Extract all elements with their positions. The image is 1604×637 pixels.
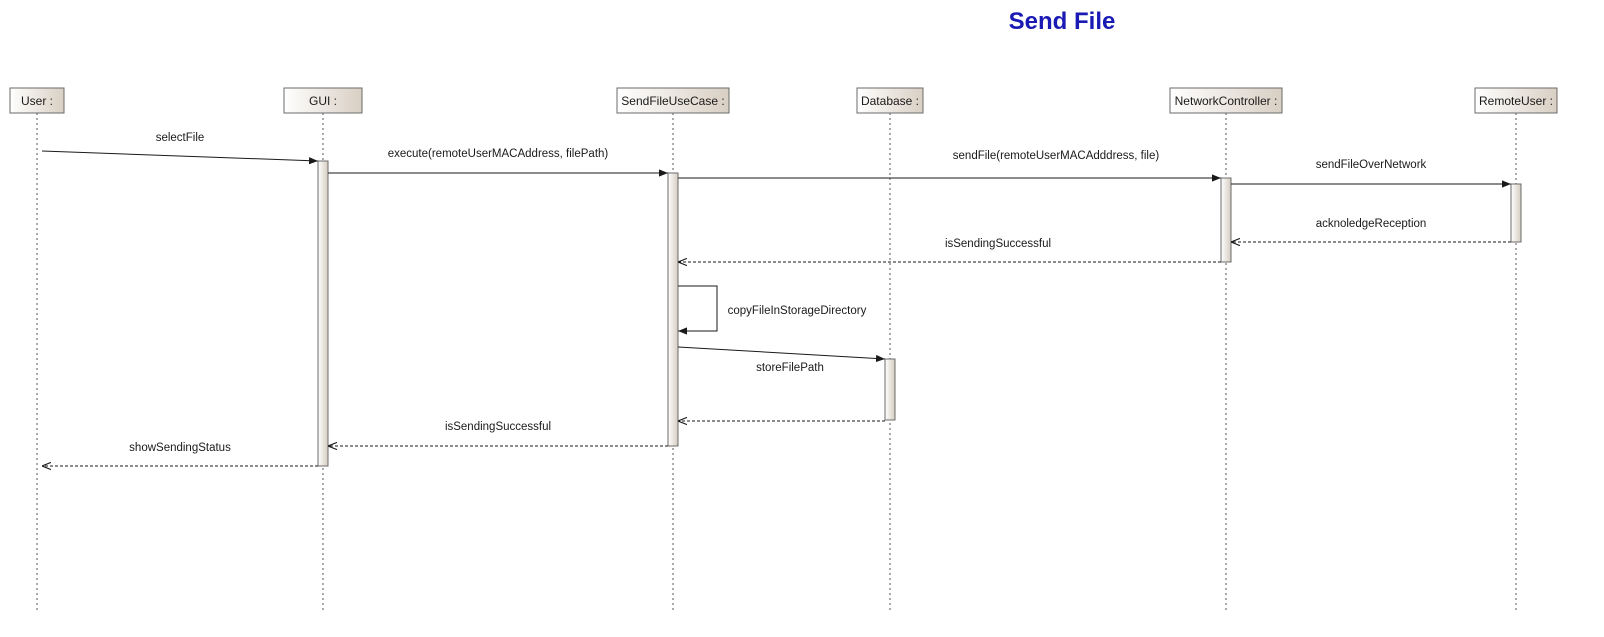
activation-bar-sendfileusecase: [667, 172, 679, 447]
lifeline-header-label: Database :: [861, 94, 919, 108]
lifeline-sendfileusecase: SendFileUseCase :: [616, 87, 730, 612]
activation-bar-remoteuser: [1510, 183, 1522, 243]
self-message-arrow: [678, 285, 718, 335]
lifeline-header-box: [616, 87, 730, 114]
message-label: sendFileOverNetwork: [1316, 159, 1427, 171]
lifeline-header-box: [856, 87, 924, 114]
lifeline-user: User :: [9, 87, 65, 612]
lifeline-database: Database :: [856, 87, 924, 612]
message-issendingsuccessful: isSendingSuccessful: [678, 238, 1221, 262]
message-label: storeFilePath: [756, 362, 824, 374]
message-label: isSendingSuccessful: [445, 421, 551, 433]
lifeline-header-box: [1169, 87, 1283, 114]
sync-message-arrow: [41, 150, 319, 165]
message-issendingsuccessful: isSendingSuccessful: [328, 421, 668, 446]
lifeline-header-label: RemoteUser :: [1479, 94, 1553, 108]
lifeline-networkcontroller: NetworkController :: [1169, 87, 1283, 612]
message-label: copyFileInStorageDirectory: [728, 305, 867, 317]
message-acknoledgereception: acknoledgeReception: [1231, 218, 1511, 242]
message-label: showSendingStatus: [129, 442, 231, 454]
lifeline-header-label: GUI :: [309, 94, 337, 108]
message-selectfile: selectFile: [41, 132, 319, 165]
activation-bar-networkcontroller: [1220, 177, 1232, 263]
lifeline-remoteuser: RemoteUser :: [1474, 87, 1558, 612]
message-label: selectFile: [156, 132, 205, 144]
message-execute-remoteusermacaddress-filepath: execute(remoteUserMACAddress, filePath): [328, 148, 668, 177]
lifeline-header-label: SendFileUseCase :: [621, 94, 724, 108]
message-storefilepath: storeFilePath: [677, 346, 886, 374]
activation-bar-gui: [317, 160, 329, 467]
lifeline-header-box: [9, 87, 65, 114]
lifeline-header-label: NetworkController :: [1175, 94, 1278, 108]
lifeline-gui: GUI :: [283, 87, 363, 612]
message-sendfile-remoteusermacadddress-file: sendFile(remoteUserMACAdddress, file): [678, 150, 1221, 182]
lifeline-header-box: [1474, 87, 1558, 114]
message-label: acknoledgeReception: [1316, 218, 1427, 230]
message-showsendingstatus: showSendingStatus: [42, 442, 318, 466]
diagram-title: Send File: [1008, 8, 1116, 35]
sync-message-arrow: [677, 346, 886, 363]
message-copyfileinstoragedirectory: copyFileInStorageDirectory: [678, 285, 867, 335]
message-label: sendFile(remoteUserMACAdddress, file): [953, 150, 1160, 162]
lifeline-header-box: [283, 87, 363, 114]
message-label: execute(remoteUserMACAddress, filePath): [388, 148, 609, 160]
activation-bar-database: [884, 358, 896, 421]
message-sendfileovernetwork: sendFileOverNetwork: [1231, 159, 1511, 188]
message-label: isSendingSuccessful: [945, 238, 1051, 250]
lifeline-header-label: User :: [21, 94, 53, 108]
